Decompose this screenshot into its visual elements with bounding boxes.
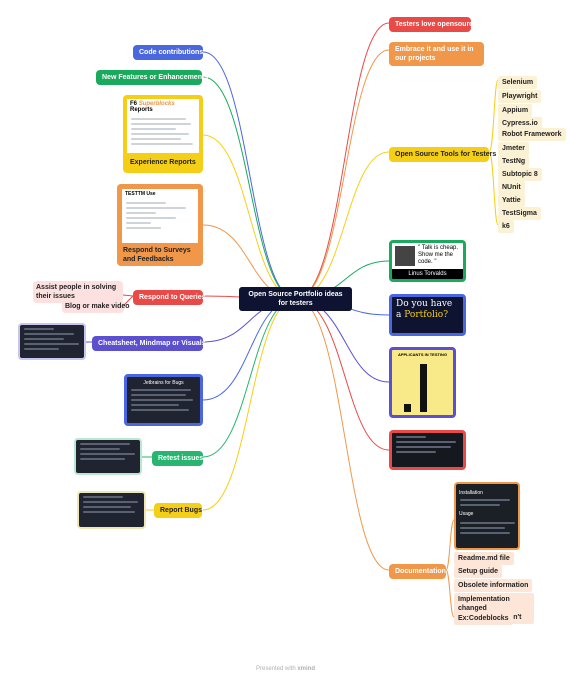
experience-logo: F6 Superblocks Reports (130, 101, 175, 113)
cheatsheet-topic[interactable]: Cheatsheet, Mindmap or Visuals (92, 336, 206, 351)
blog-video-topic[interactable]: Blog or make video (62, 300, 130, 313)
connector-left-2 (202, 134, 297, 300)
tool-item-2[interactable]: Appium (498, 104, 533, 117)
documentation-item-0[interactable]: Readme.md file (454, 552, 514, 565)
tool-item-7[interactable]: Subtopic 8 (498, 168, 542, 181)
experience-reports-card[interactable]: F6 Superblocks Reports Experience Report… (123, 95, 203, 173)
tool-item-3[interactable]: Cypress.io (498, 117, 542, 130)
tool-item-0[interactable]: Selenium (498, 76, 538, 89)
tools-topic[interactable]: Open Source Tools for Testers (389, 147, 496, 162)
embrace-topic[interactable]: Embrace it and use it in our projects (389, 42, 484, 66)
tool-item-9[interactable]: Yattie (498, 194, 525, 207)
new-features-topic[interactable]: New Features or Enhancements (96, 70, 208, 85)
code-contributions-topic[interactable]: Code contributions (133, 45, 203, 60)
respond-queries-topic[interactable]: Respond to Queries (133, 290, 206, 305)
assist-people-topic[interactable]: Assist people in solving their issues (33, 281, 123, 303)
experience-reports-label: Experience Reports (130, 159, 196, 166)
documentation-item-4[interactable]: Ex:Codeblocks (454, 612, 513, 625)
connector-left-8 (202, 298, 297, 511)
tweet-image (389, 430, 466, 470)
tool-item-5[interactable]: Jmeter (498, 142, 529, 155)
cheatsheet-image (18, 323, 86, 360)
connector-left-6 (202, 298, 297, 401)
report-bugs-topic[interactable]: Report Bugs (154, 503, 202, 518)
central-topic[interactable]: Open Source Portfolio ideas for testers (239, 287, 352, 311)
retest-topic[interactable]: Retest issues (152, 451, 203, 466)
footer: Presented with xmind (255, 666, 316, 672)
tool-item-1[interactable]: Playwright (498, 90, 542, 103)
survey-image: TESTTM Use (122, 189, 198, 243)
experience-report-image: F6 Superblocks Reports (127, 99, 199, 153)
chart-bar-portfolio (420, 364, 427, 412)
tool-item-6[interactable]: TestNg (498, 155, 530, 168)
tool-item-8[interactable]: NUnit (498, 181, 525, 194)
documentation-bracket (445, 519, 455, 618)
connector-left-1 (202, 76, 297, 300)
tool-item-4[interactable]: Robot Framework (498, 128, 566, 141)
documentation-topic[interactable]: Documentation (389, 564, 446, 579)
connector-right-1 (295, 49, 390, 300)
documentation-item-2[interactable]: Obsolete information (454, 579, 533, 592)
quote-image: " Talk is cheap. Show me the code. " Lin… (389, 240, 466, 282)
surveys-label: Respond to Surveys and Feedbacks (123, 247, 191, 263)
connector-right-7 (295, 298, 390, 571)
tool-item-10[interactable]: TestSigma (498, 207, 541, 220)
tools-bracket (488, 79, 499, 226)
blog-image: Jetbrains for Bugs (124, 374, 203, 426)
portfolio-chart-image: APPLICANTS IN TESTING (389, 347, 456, 418)
retest-image (74, 438, 142, 475)
connector-left-7 (202, 298, 297, 458)
chart-bar-no-portfolio (404, 404, 411, 412)
portfolio-image: Do you have a Portfolio? (389, 294, 466, 336)
tool-item-11[interactable]: k6 (498, 220, 514, 233)
testers-love-topic[interactable]: Testers love opensource (389, 17, 477, 32)
readme-image: Installation Usage (454, 482, 520, 550)
documentation-item-1[interactable]: Setup guide (454, 565, 503, 578)
connector-small-0 (122, 294, 134, 297)
connector-small-1 (123, 295, 134, 306)
connector-right-0 (295, 22, 390, 300)
surveys-card[interactable]: TESTTM Use Respond to Surveys and Feedba… (117, 184, 203, 266)
connector-right-6 (295, 298, 390, 451)
linus-photo (395, 246, 415, 266)
connector-left-0 (202, 51, 297, 300)
report-bugs-image (77, 491, 146, 529)
